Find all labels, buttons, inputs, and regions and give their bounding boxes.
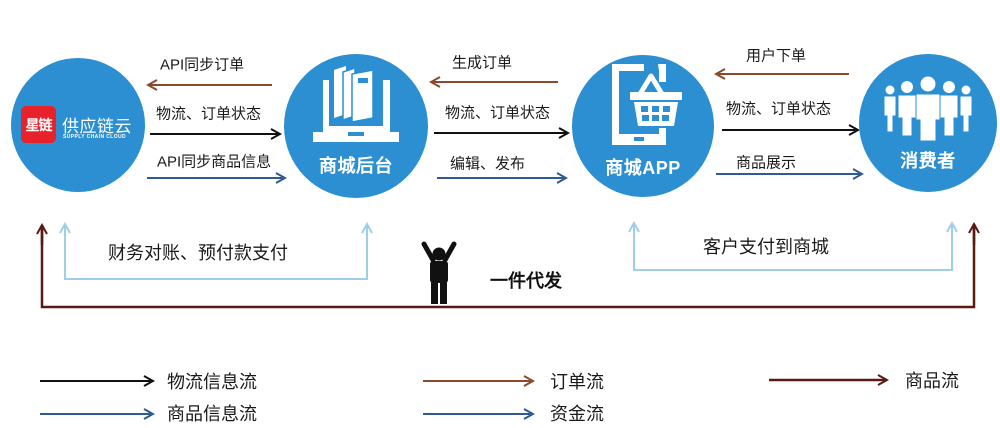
tablet-basket-icon bbox=[612, 64, 682, 145]
flow-backend-app bbox=[431, 82, 568, 178]
flow-label-logistics-order-status: 物流、订单状态 bbox=[445, 104, 551, 122]
logo-tagline: SUPPLY CHAIN CLOUD bbox=[63, 134, 127, 140]
person-arms-up-icon bbox=[421, 241, 457, 304]
legend-item-order: 订单流 bbox=[550, 372, 604, 392]
dropship-label: 一件代发 bbox=[490, 271, 562, 291]
goods-flow-line bbox=[42, 224, 974, 309]
legend-item-payment: 资金流 bbox=[550, 404, 604, 424]
legend-item-goods: 商品流 bbox=[905, 371, 959, 391]
people-group-icon bbox=[883, 76, 973, 142]
flow-label-api-sync-product-info: API同步商品信息 bbox=[157, 153, 272, 171]
customer-payment-label: 客户支付到商城 bbox=[703, 237, 829, 257]
finance-payment-bracket bbox=[65, 224, 367, 280]
legend-item-product-info: 商品信息流 bbox=[167, 404, 257, 424]
node-label-consumer: 消费者 bbox=[900, 151, 956, 171]
flow-label-edit-publish: 编辑、发布 bbox=[450, 155, 526, 173]
laptop-books-icon bbox=[313, 66, 399, 142]
node-label-backend: 商城后台 bbox=[319, 156, 393, 176]
customer-payment-bracket bbox=[634, 223, 952, 271]
flow-label-product-display: 商品展示 bbox=[736, 154, 797, 172]
flow-label-logistics-order-status: 物流、订单状态 bbox=[726, 100, 832, 118]
flow-label-api-sync-order: API同步订单 bbox=[160, 56, 245, 74]
supply-chain-cloud-logo: 星链 bbox=[21, 106, 56, 143]
flow-app-consumer bbox=[716, 74, 862, 174]
legend-item-logistics: 物流信息流 bbox=[167, 372, 257, 392]
legend-arrows bbox=[40, 380, 887, 414]
flow-supply-backend bbox=[147, 85, 285, 178]
finance-payment-label: 财务对账、预付款支付 bbox=[108, 243, 288, 263]
flow-label-generate-order: 生成订单 bbox=[452, 54, 513, 72]
node-label-app: 商城APP bbox=[605, 158, 681, 178]
flow-label-logistics-order-status: 物流、订单状态 bbox=[156, 105, 262, 123]
flow-label-user-order: 用户下单 bbox=[746, 47, 807, 65]
logo-name: 供应链云 bbox=[62, 117, 132, 136]
